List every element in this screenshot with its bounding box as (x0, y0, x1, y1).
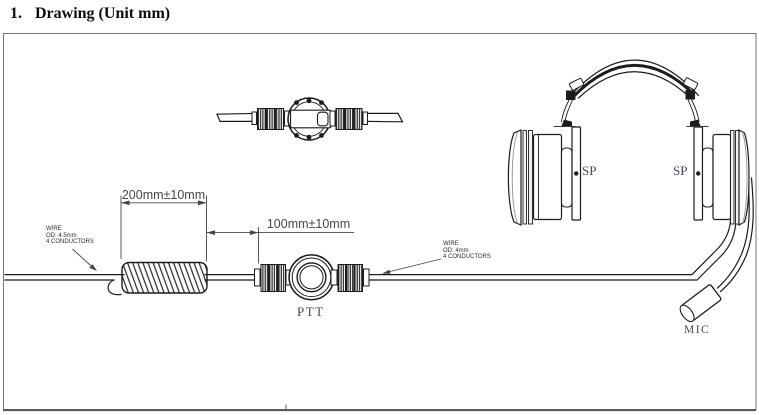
section-number: 1. (10, 5, 22, 22)
wire-spec-right-label: WIRE OD: 4mm 4 CONDUCTORS (443, 241, 491, 261)
mic-label: MIC (684, 324, 711, 336)
right-earcup (693, 126, 750, 227)
drawing-frame (3, 33, 757, 412)
coiled-cable (121, 261, 208, 294)
ptt-button (254, 254, 370, 301)
wire-callout-leaders (72, 248, 442, 274)
mic-capsule (679, 284, 722, 323)
ptt-back-view (216, 97, 404, 141)
left-earcup (507, 126, 582, 226)
main-cable (4, 219, 737, 296)
speaker-right-label: SP (673, 163, 688, 178)
dimension-ptt-offset: 100mm±10mm (266, 217, 351, 231)
ptt-label: PTT (297, 304, 325, 319)
dimension-annotations (120, 195, 354, 264)
dimension-coil-length: 200mm±10mm (121, 188, 206, 202)
speaker-left-label: SP (582, 163, 597, 178)
section-title: Drawing (Unit mm) (35, 5, 171, 22)
page-title: 1. Drawing (Unit mm) (10, 5, 170, 23)
headset (507, 59, 754, 323)
headband (553, 59, 709, 128)
wire-spec-left-label: WIRE OD: 4.5mm 4 CONDUCTORS (46, 226, 94, 246)
mic-boom (716, 177, 754, 293)
